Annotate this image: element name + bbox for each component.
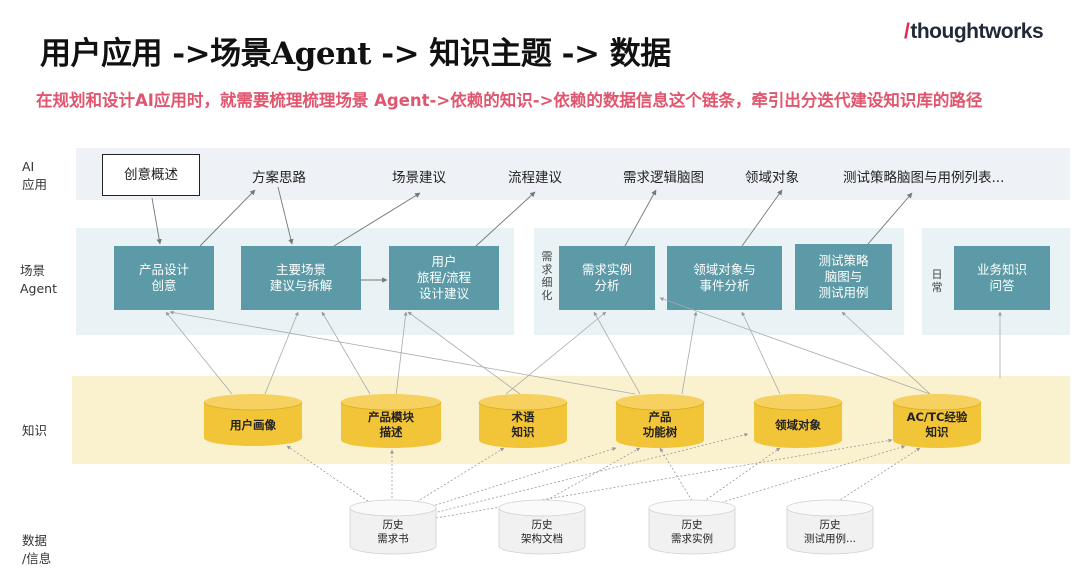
data-label: 历史 测试用例...	[803, 519, 856, 545]
agent-user-journey: 用户 旅程/流程 设计建议	[389, 246, 499, 310]
ai-app-creative-overview: 创意概述	[102, 154, 200, 196]
data-label: 历史 需求书	[377, 519, 409, 545]
knowledge-label: 术语 知识	[511, 410, 535, 439]
knowledge-feature-tree: 产品 功能树	[615, 394, 705, 448]
ai-app-domain-object: 领域对象	[745, 170, 799, 186]
knowledge-product-module: 产品模块 描述	[340, 394, 442, 448]
cylinder-icon	[498, 499, 586, 555]
thoughtworks-logo: /thoughtworks	[904, 20, 1044, 44]
knowledge-ac-tc-experience: AC/TC经验 知识	[892, 394, 982, 448]
data-label: 历史 架构文档	[521, 519, 563, 545]
agent-requirement-instance: 需求实例 分析	[559, 246, 655, 310]
knowledge-terminology: 术语 知识	[478, 394, 568, 448]
cylinder-icon	[615, 394, 705, 448]
agent-main-scene: 主要场景 建议与拆解	[241, 246, 361, 310]
knowledge-domain-object: 领域对象	[753, 394, 843, 448]
cylinder-icon	[349, 499, 437, 555]
ai-app-flow-suggestion: 流程建议	[508, 170, 562, 186]
cylinder-icon	[340, 394, 442, 448]
row-label-ai: AI 应用	[22, 159, 48, 192]
knowledge-label: 用户画像	[230, 418, 276, 432]
knowledge-label: 产品 功能树	[642, 410, 678, 439]
ai-app-scene-suggestion: 场景建议	[392, 170, 446, 186]
data-label: 历史 需求实例	[671, 519, 713, 545]
data-history-test-case: 历史 测试用例...	[786, 499, 874, 555]
side-label-daily: 日 常	[931, 268, 943, 294]
row-label-data: 数据 /信息	[22, 533, 52, 566]
cylinder-icon	[786, 499, 874, 555]
agent-test-strategy: 测试策略 脑图与 测试用例	[795, 244, 892, 310]
side-label-requirement: 需 求 细 化	[541, 250, 553, 302]
cylinder-icon	[892, 394, 982, 448]
cylinder-icon	[648, 499, 736, 555]
page-title: 用户应用 ->场景Agent -> 知识主题 -> 数据	[40, 36, 671, 72]
agent-product-design: 产品设计 创意	[114, 246, 214, 310]
agent-business-qa: 业务知识 问答	[954, 246, 1050, 310]
ai-app-requirement-mindmap: 需求逻辑脑图	[623, 170, 704, 186]
data-history-requirement-doc: 历史 需求书	[349, 499, 437, 555]
knowledge-label: 领域对象	[775, 418, 821, 432]
logo-slash: /	[904, 20, 910, 43]
ai-app-test-strategy: 测试策略脑图与用例列表...	[843, 170, 1005, 186]
knowledge-user-persona: 用户画像	[203, 394, 303, 446]
cylinder-icon	[753, 394, 843, 448]
row-label-knowledge: 知识	[22, 423, 48, 438]
data-history-requirement-instance: 历史 需求实例	[648, 499, 736, 555]
data-history-architecture-doc: 历史 架构文档	[498, 499, 586, 555]
cylinder-icon	[478, 394, 568, 448]
logo-text: thoughtworks	[910, 20, 1044, 43]
knowledge-label: 产品模块 描述	[368, 410, 414, 439]
ai-app-solution-idea: 方案思路	[252, 170, 306, 186]
agent-domain-event: 领域对象与 事件分析	[667, 246, 782, 310]
knowledge-label: AC/TC经验 知识	[906, 410, 968, 439]
subtitle: 在规划和设计AI应用时，就需要梳理梳理场景 Agent->依赖的知识->依赖的数…	[36, 91, 983, 110]
row-label-scene: 场景 Agent	[20, 263, 57, 296]
cylinder-icon	[203, 394, 303, 446]
